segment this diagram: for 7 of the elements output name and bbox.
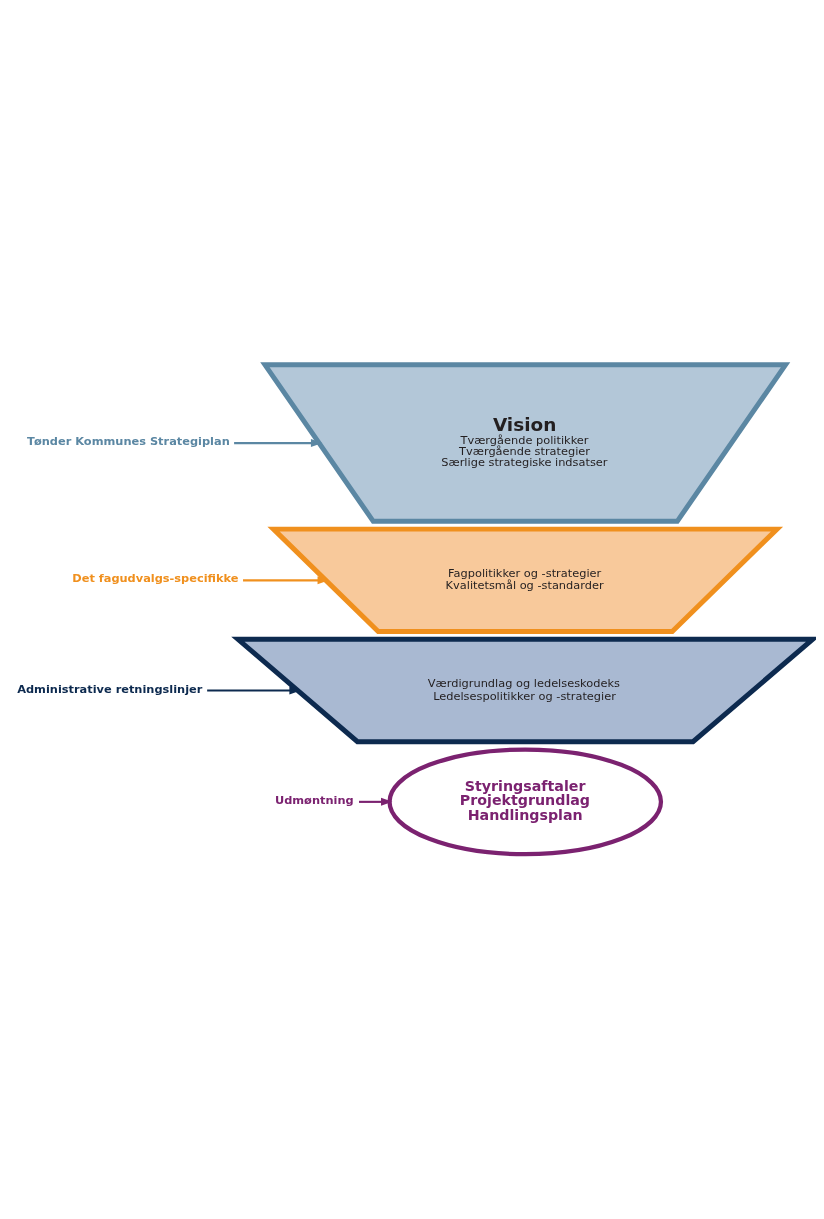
node-ellipse: Styringsaftaler Projektgrundlag Handlingsplan — [387, 747, 664, 857]
node-text: Administrative retningslinjer — [17, 681, 203, 696]
arrow — [234, 439, 323, 448]
arrow — [359, 797, 393, 806]
node-text: Udmøntning — [274, 792, 354, 807]
node-text: Tønder Kommunes Strategiplan — [27, 434, 230, 449]
node-text: Det fagudvalgs-specifikke — [72, 571, 239, 586]
